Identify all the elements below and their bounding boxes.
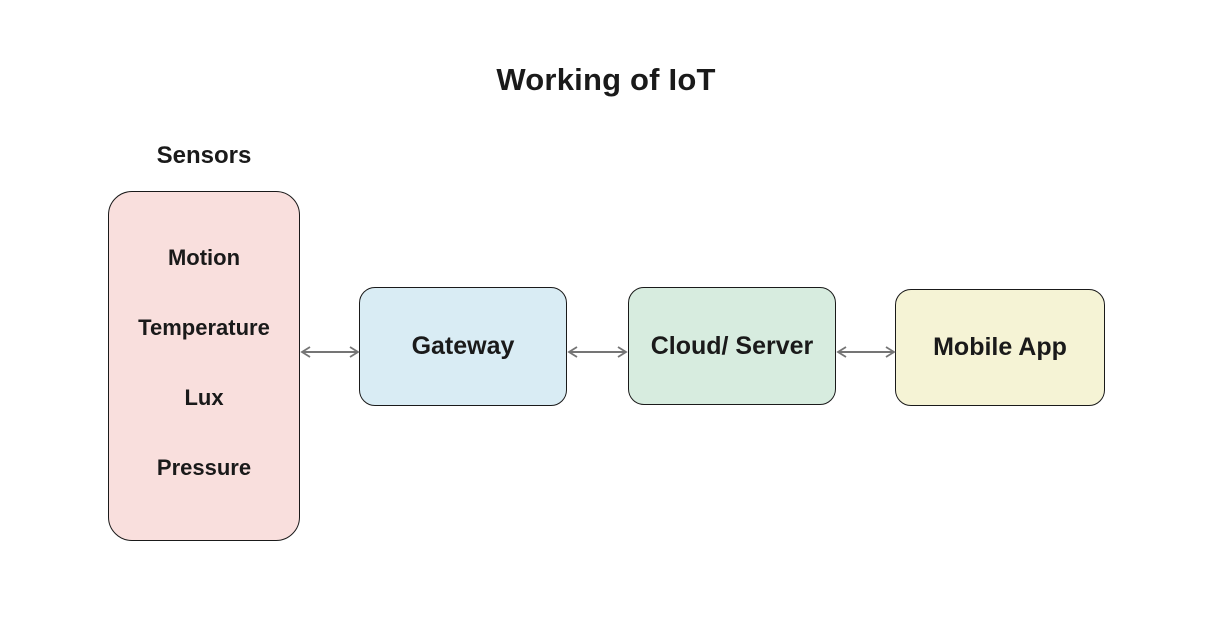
sensor-item-pressure: Pressure — [156, 455, 252, 480]
sensors-node: Motion Temperature Lux Pressure — [108, 191, 300, 541]
sensor-item-motion: Motion — [167, 245, 241, 270]
node-cloud-server: Cloud/ Server — [628, 287, 836, 405]
sensor-item-temperature: Temperature — [138, 315, 270, 340]
node-gateway-label: Gateway — [411, 332, 515, 360]
node-cloud-server-label: Cloud/ Server — [650, 331, 814, 360]
diagram-title: Working of IoT — [496, 62, 716, 97]
sensor-item-lux: Lux — [184, 385, 224, 410]
node-mobile-app-label: Mobile App — [933, 333, 1067, 361]
arrow-cloud-mobile — [836, 346, 896, 358]
node-gateway: Gateway — [359, 287, 567, 406]
arrow-gateway-cloud — [567, 346, 628, 358]
node-mobile-app: Mobile App — [895, 289, 1105, 406]
sensors-group-label: Sensors — [156, 142, 252, 169]
arrow-sensors-gateway — [300, 346, 360, 358]
